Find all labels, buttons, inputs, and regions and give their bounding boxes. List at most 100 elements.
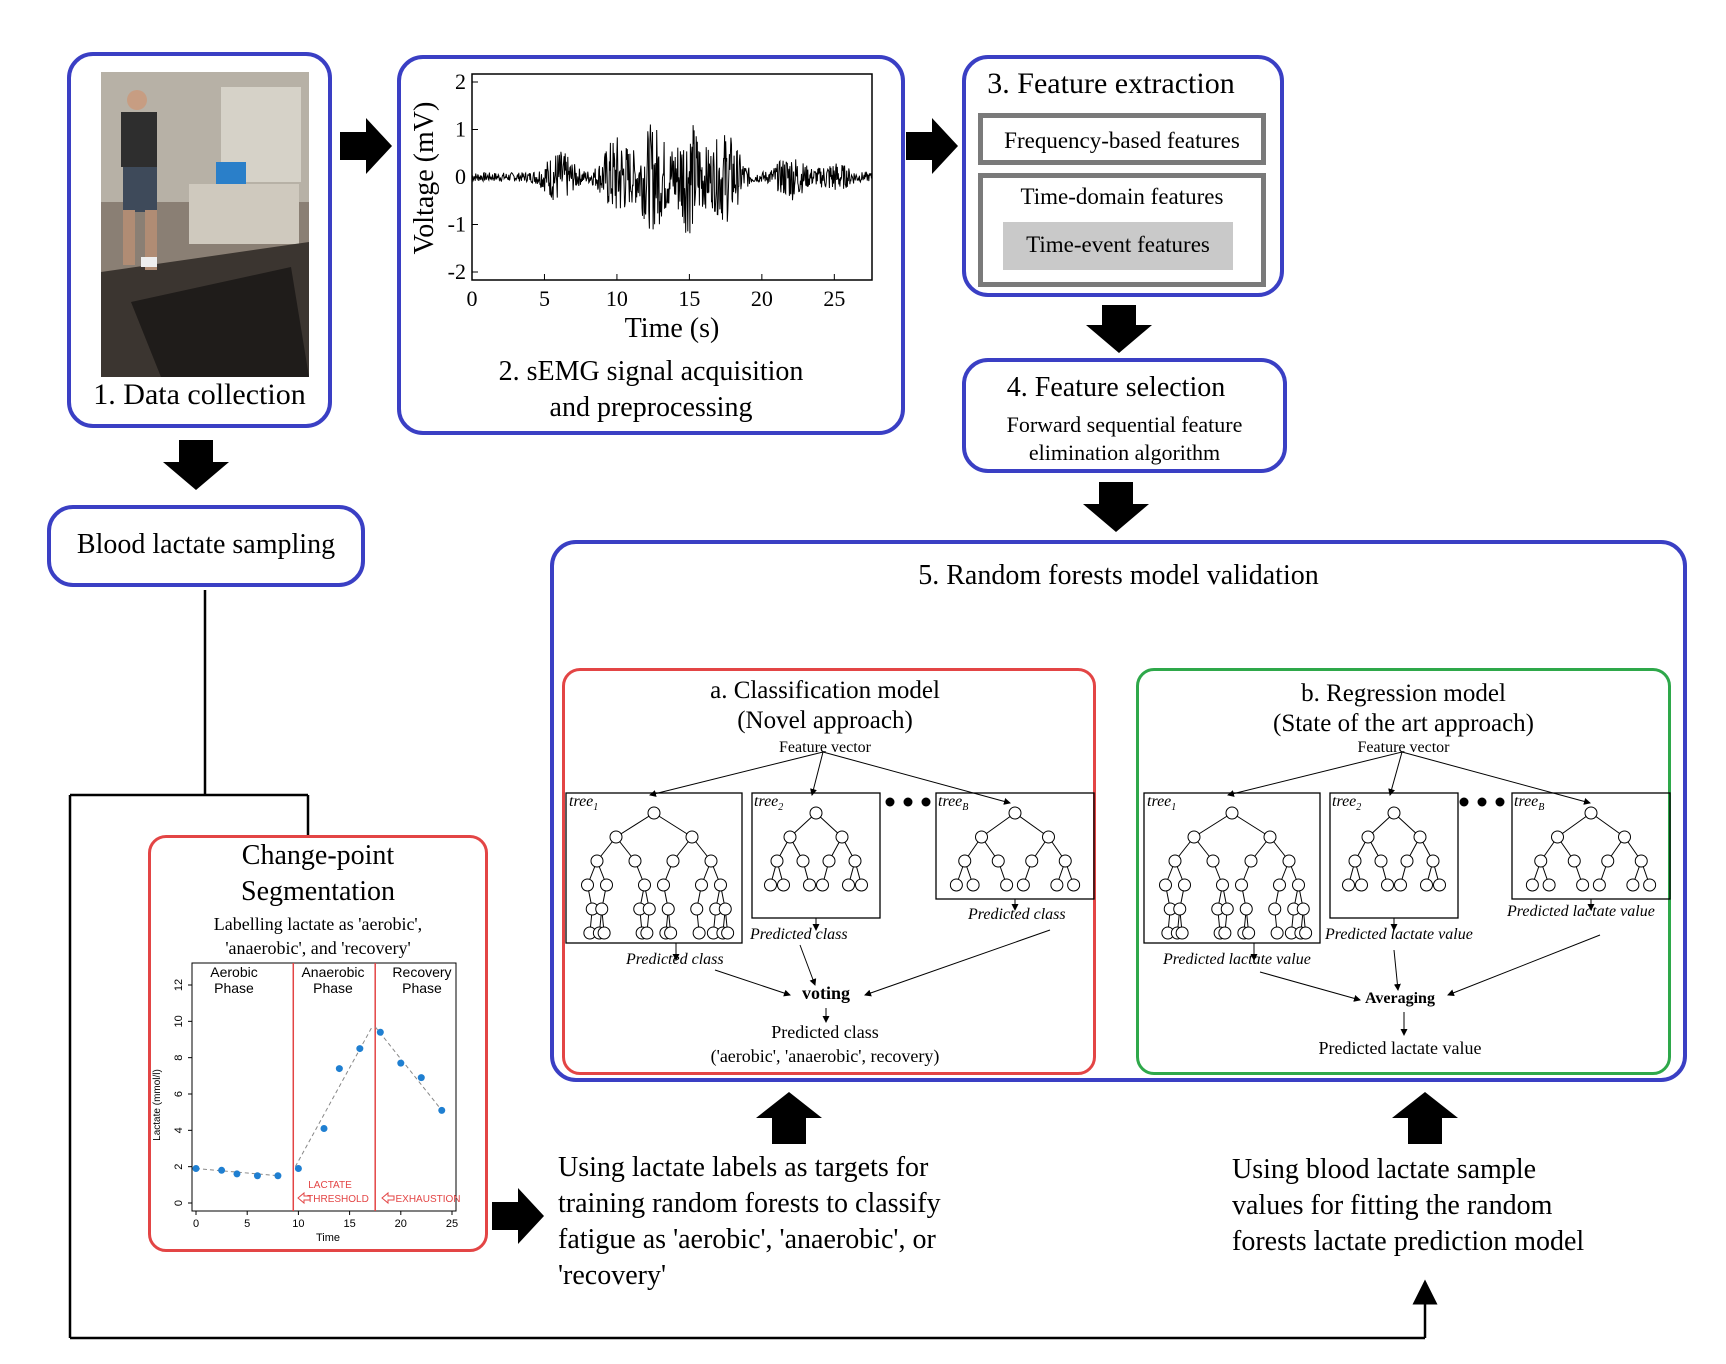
cls-tree1-label: tree1 (569, 793, 599, 814)
tree-node (628, 854, 642, 868)
lactate-fit-line (374, 1026, 443, 1111)
tree-node (1239, 902, 1253, 916)
tree-node (1292, 878, 1305, 892)
tree-node (1433, 878, 1446, 892)
tree-arrow (1401, 751, 1591, 805)
change-point-title-line2: Segmentation (241, 876, 395, 907)
lactate-point (438, 1106, 446, 1114)
reg-pred2: Predicted lactate value (1325, 926, 1473, 943)
cls-treeB-label: treeB (938, 793, 969, 814)
ellipsis-dot (903, 797, 913, 807)
time-domain-frame: Time-domain features Time-event features (978, 173, 1266, 287)
reg-averaging: Averaging (1365, 990, 1435, 1007)
lactate-point (218, 1166, 226, 1174)
tree-node (1216, 878, 1229, 892)
lactate-point (397, 1059, 405, 1067)
lactate-point (356, 1045, 364, 1053)
tree-node (1282, 854, 1296, 868)
lactate-ytick-label: 6 (173, 1091, 185, 1097)
phase-aerobic-1: Aerobic (210, 964, 257, 980)
tree-arrow (714, 969, 791, 997)
tree-edge (1231, 812, 1271, 838)
tree-arrow (810, 751, 824, 796)
semg-xtick-label: 5 (539, 286, 550, 311)
semg-xtick-label: 15 (678, 286, 700, 311)
lactate-xtick-label: 10 (292, 1218, 304, 1230)
tree-edge (981, 812, 1016, 838)
semg-box: 2. sEMG signal acquisition and preproces… (397, 55, 905, 435)
tree-node (1159, 878, 1172, 892)
tree-node (1542, 878, 1556, 892)
exhaustion-arrow-icon (381, 1191, 395, 1205)
tree-node (647, 806, 661, 820)
tree-node (770, 854, 784, 868)
tree-node (949, 878, 963, 892)
tree-node (764, 878, 777, 892)
regression-feature-vector: Feature vector (1357, 739, 1450, 756)
ellipsis-dot (885, 797, 895, 807)
tree-node (1394, 878, 1407, 892)
lactate-point (320, 1125, 328, 1133)
ellipsis-dot (921, 797, 931, 807)
tree-node (721, 926, 735, 940)
reg-tree2-label: tree2 (1332, 793, 1362, 814)
semg-xtick-label: 20 (751, 286, 773, 311)
lactate-xtick-label: 5 (244, 1218, 250, 1230)
tree-node (1387, 806, 1401, 820)
lactate-xtick-label: 20 (395, 1218, 407, 1230)
tree-node (1218, 926, 1232, 940)
classification-model-box: a. Classification model (Novel approach)… (562, 668, 1096, 1075)
tree-arrow (1393, 949, 1401, 991)
classify-note-line: Using lactate labels as targets for (558, 1152, 929, 1183)
tree-node (855, 878, 868, 892)
classify-note-line: fatigue as 'aerobic', 'anaerobic', or (558, 1224, 936, 1255)
tree-node (1244, 854, 1258, 868)
tree-node (1273, 878, 1286, 892)
data-collection-box: 1. Data collection (67, 52, 332, 428)
tree-node (1058, 854, 1072, 868)
lactate-point (294, 1164, 302, 1172)
tree-node (1584, 806, 1598, 820)
tree-node (1050, 878, 1064, 892)
tree-node (991, 854, 1005, 868)
tree-arrow (649, 751, 824, 797)
lactate-point (335, 1065, 343, 1073)
semg-xlabel: Time (s) (625, 313, 720, 344)
tree-edge (1193, 812, 1233, 838)
tree-node (664, 926, 678, 940)
tree-node (842, 878, 855, 892)
tree-arrow (864, 929, 1051, 997)
time-domain-label: Time-domain features (1020, 184, 1224, 209)
tree-node (609, 830, 623, 844)
tree-node (657, 878, 670, 892)
tree-node (638, 878, 651, 892)
frequency-features-frame: Frequency-based features (978, 113, 1266, 165)
lactate-ytick-label: 12 (173, 979, 185, 991)
lactate-threshold-line1: LACTATE (308, 1180, 352, 1191)
phase-aerobic-2: Phase (214, 980, 254, 996)
tree-node (777, 878, 790, 892)
tree-node (816, 878, 829, 892)
phase-anaerobic-1: Anaerobic (301, 964, 364, 980)
semg-ytick-label: -2 (448, 259, 466, 284)
lactate-xtick-label: 15 (343, 1218, 355, 1230)
feature-selection-box: 4. Feature selection Forward sequential … (962, 358, 1287, 473)
arrow-up-icon (1392, 1092, 1458, 1144)
tree-node (1178, 878, 1191, 892)
reg-tree1-label: tree1 (1147, 793, 1177, 814)
tree-node (1634, 854, 1648, 868)
tree-node (1525, 878, 1539, 892)
tree-node (1551, 830, 1564, 844)
ellipsis-dot (1495, 797, 1505, 807)
tree-node (1268, 902, 1282, 916)
tree-node (642, 902, 656, 916)
semg-ytick-label: 2 (455, 69, 466, 94)
tree-node (1235, 878, 1248, 892)
arrow-right-icon (906, 118, 958, 174)
lactate-xtick-label: 0 (193, 1218, 199, 1230)
regression-title-line2: (State of the art approach) (1273, 710, 1534, 737)
change-point-title-line1: Change-point (241, 840, 395, 871)
tree-node (690, 902, 704, 916)
change-point-sub1: Labelling lactate as 'aerobic', (213, 914, 423, 934)
tree-node (803, 878, 816, 892)
